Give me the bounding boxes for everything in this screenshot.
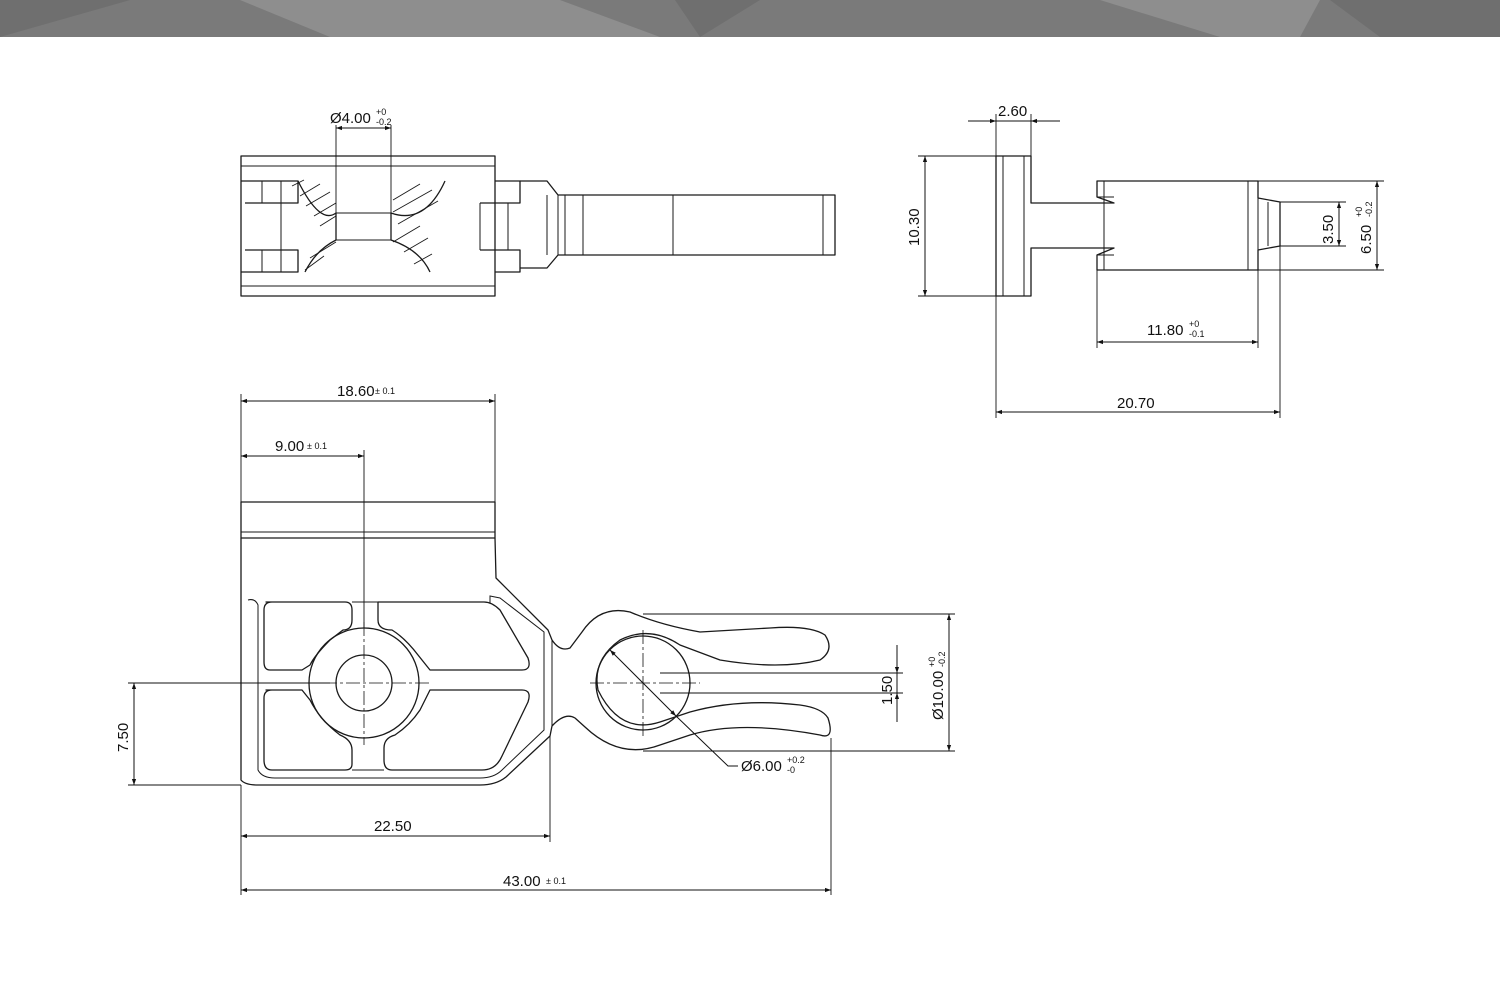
dim-body-height: 6.50	[1358, 225, 1375, 254]
dim-clip-hole: Ø6.00	[741, 758, 782, 775]
dim-body-length-tol-lower: -0.1	[1189, 329, 1205, 339]
dim-neck-length: 22.50	[374, 818, 412, 835]
dim-top-hole-tol-upper: +0	[376, 107, 386, 117]
dim-body-height-tol-upper: +0	[1354, 207, 1364, 217]
dim-clip-outer-tol-lower: -0.2	[937, 651, 947, 667]
top-view: Ø4.00 +0 -0.2	[240, 107, 836, 297]
dim-overall-length: 43.00	[503, 873, 541, 890]
dim-shaft-width: 3.50	[1320, 215, 1337, 244]
dim-clip-outer-tol-upper: +0	[927, 657, 937, 667]
dim-overall-length-tol: ± 0.1	[546, 876, 566, 886]
dim-clip-hole-tol-lower: -0	[787, 765, 795, 775]
section-hatch	[291, 179, 439, 271]
dim-slot-gap: 1.50	[879, 676, 896, 705]
header-banner	[0, 0, 1500, 37]
dim-side-height: 10.30	[906, 208, 923, 246]
dim-top-hole: Ø4.00	[330, 110, 371, 127]
dim-body-length-tol-upper: +0	[1189, 319, 1199, 329]
dim-clip-hole-tol-upper: +0.2	[787, 755, 805, 765]
dim-hole-offset: 9.00	[275, 438, 304, 455]
dim-side-length: 20.70	[1117, 395, 1155, 412]
dim-flange-thk: 2.60	[998, 103, 1027, 120]
front-view: 18.60 ± 0.1 9.00 ± 0.1 1.50 Ø10.00 +0 -0…	[115, 383, 955, 895]
dim-hole-offset-tol: ± 0.1	[307, 441, 327, 451]
dim-block-length-tol: ± 0.1	[375, 386, 395, 396]
dim-center-height: 7.50	[115, 723, 132, 752]
dim-body-length: 11.80	[1147, 322, 1183, 339]
dim-clip-outer: Ø10.00	[930, 671, 947, 720]
dim-top-hole-tol-lower: -0.2	[376, 117, 392, 127]
side-view: 2.60 10.30 3.50 6.50 +0 -0.2 11.80 +0 -0…	[906, 103, 1384, 418]
dim-block-length: 18.60	[337, 383, 375, 400]
dim-body-height-tol-lower: -0.2	[1364, 201, 1374, 217]
